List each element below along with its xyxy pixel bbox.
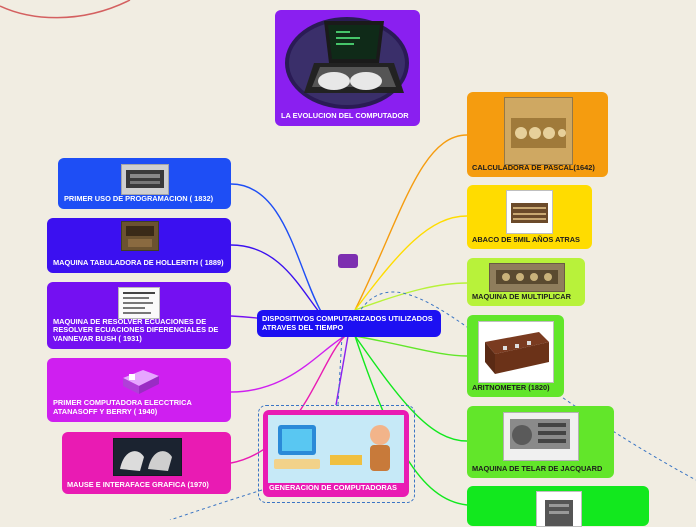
multiplying-machine-image <box>489 263 565 292</box>
left-node-programming[interactable]: PRIMER USO DE PROGRAMACION ( 1832) <box>58 158 231 209</box>
left-node-bush-label: MAQUINA DE RESOLVER ECUACIONES DE RESOLV… <box>53 316 219 343</box>
left-node-bush[interactable]: MAQUINA DE RESOLVER ECUACIONES DE RESOLV… <box>47 282 231 349</box>
title-node[interactable]: LA EVOLUCION DEL COMPUTADOR <box>275 10 420 126</box>
right-node-jacquard-label: MAQUINA DE TELAR DE JACQUARD <box>472 463 603 473</box>
title-node-label: LA EVOLUCION DEL COMPUTADOR <box>281 110 409 120</box>
abacus-image <box>506 190 553 234</box>
document-scan-image <box>118 287 160 319</box>
left-node-hollerith[interactable]: MAQUINA TABULADORA DE HOLLERITH ( 1889) <box>47 218 231 273</box>
floating-node[interactable] <box>338 254 358 268</box>
right-node-partial[interactable] <box>467 486 649 527</box>
laptop-typing-hands-image <box>284 15 411 112</box>
center-node[interactable]: DISPOSITIVOS COMPUTARIZADOS UTILIZADOS A… <box>257 310 441 337</box>
mouse-interface-image <box>113 438 182 476</box>
tabulator-photo <box>121 221 159 251</box>
right-node-multiplier[interactable]: MAQUINA DE MULTIPLICAR <box>467 258 585 306</box>
right-node-jacquard[interactable]: MAQUINA DE TELAR DE JACQUARD <box>467 406 614 478</box>
arithmometer-image <box>478 321 554 383</box>
caveman-computer-cartoon <box>268 415 404 483</box>
connector-abacus <box>354 215 468 311</box>
connector-arithmometer <box>354 335 468 357</box>
connector-mouse <box>230 335 346 464</box>
decorative-arc <box>0 0 131 19</box>
left-node-mouse[interactable]: MAUSE E INTERAFACE GRAFICA (1970) <box>62 432 231 494</box>
analytical-engine-photo <box>121 164 169 195</box>
connector-multiplier <box>354 282 468 311</box>
left-node-hollerith-label: MAQUINA TABULADORA DE HOLLERITH ( 1889) <box>53 257 224 267</box>
right-node-arithmometer-label: ARITNOMETER (1820) <box>472 382 550 392</box>
jacquard-loom-image <box>503 412 579 461</box>
bottom-node[interactable]: GENERACION DE COMPUTADORAS <box>263 410 409 497</box>
left-node-atanasoff-label: PRIMER COMPUTADORA ELECCTRICA ATANASOFF … <box>53 398 192 416</box>
right-node-pascal-label: CALCULADORA DE PASCAL(1642) <box>472 162 595 172</box>
bottom-node-label: GENERACION DE COMPUTADORAS <box>269 482 397 492</box>
abc-computer-image <box>119 366 163 396</box>
right-node-arithmometer[interactable]: ARITNOMETER (1820) <box>467 315 564 397</box>
right-node-pascal[interactable]: CALCULADORA DE PASCAL(1642) <box>467 92 608 177</box>
dashed-relation-1 <box>347 291 696 481</box>
left-node-programming-label: PRIMER USO DE PROGRAMACION ( 1832) <box>64 193 214 203</box>
connector-atanasoff <box>230 335 346 393</box>
connector-bottom <box>335 335 349 406</box>
right-node-abacus-label: ABACO DE 5MIL AÑOS ATRAS <box>472 234 580 244</box>
pascal-calculator-image <box>504 97 573 165</box>
machine-photo <box>536 491 582 527</box>
bottom-node-outline <box>258 405 415 503</box>
dashed-relation-3 <box>169 489 263 520</box>
left-node-atanasoff[interactable]: PRIMER COMPUTADORA ELECCTRICA ATANASOFF … <box>47 358 231 422</box>
connector-pascal <box>354 134 468 311</box>
right-node-abacus[interactable]: ABACO DE 5MIL AÑOS ATRAS <box>467 185 592 249</box>
center-node-label: DISPOSITIVOS COMPUTARIZADOS UTILIZADOS A… <box>262 314 433 332</box>
right-node-multiplier-label: MAQUINA DE MULTIPLICAR <box>472 291 571 301</box>
left-node-mouse-label: MAUSE E INTERAFACE GRAFICA (1970) <box>67 479 209 489</box>
